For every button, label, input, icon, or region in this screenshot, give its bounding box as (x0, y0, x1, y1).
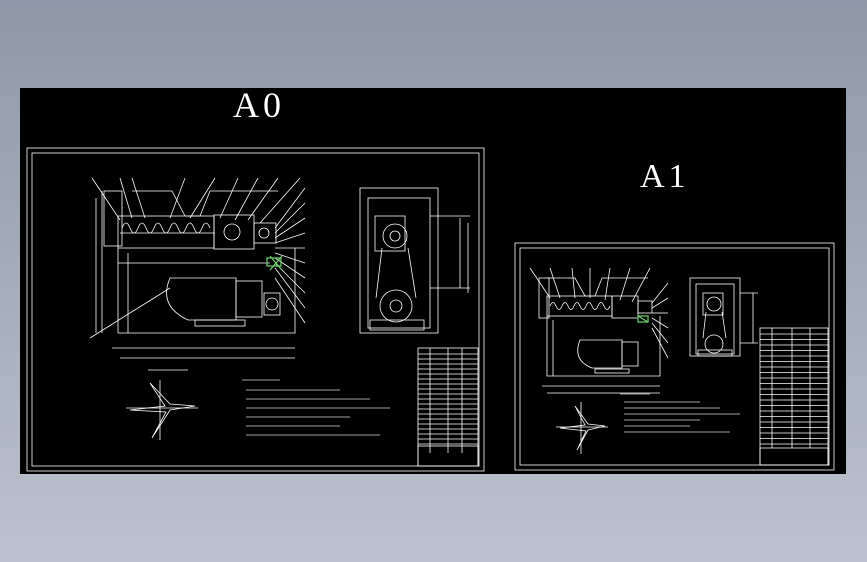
a1-side-view (689, 277, 758, 357)
a1-highlight (637, 315, 649, 323)
a0-technical-notes (242, 379, 390, 436)
sheet-a0[interactable] (26, 147, 485, 472)
sheet-label-a1: A1 (640, 158, 690, 195)
a0-side-view (359, 187, 470, 334)
a0-inner-border (31, 152, 480, 467)
a1-main-view (529, 267, 669, 394)
a0-highlight (266, 255, 283, 271)
a1-outer-border (514, 242, 835, 471)
a0-parts-list (417, 347, 479, 467)
a0-outer-border (26, 147, 485, 472)
a0-main-view (89, 177, 306, 359)
a1-technical-notes (620, 393, 740, 433)
sheet-label-a0: A0 (233, 85, 285, 125)
sheet-a1[interactable] (514, 242, 835, 471)
cad-model-space[interactable]: A0 A1 (20, 85, 846, 474)
a0-section-view (126, 369, 198, 440)
a1-parts-list (759, 327, 829, 466)
a1-section-view (556, 402, 608, 454)
a1-inner-border (519, 247, 830, 466)
drawing-svg (26, 147, 835, 472)
